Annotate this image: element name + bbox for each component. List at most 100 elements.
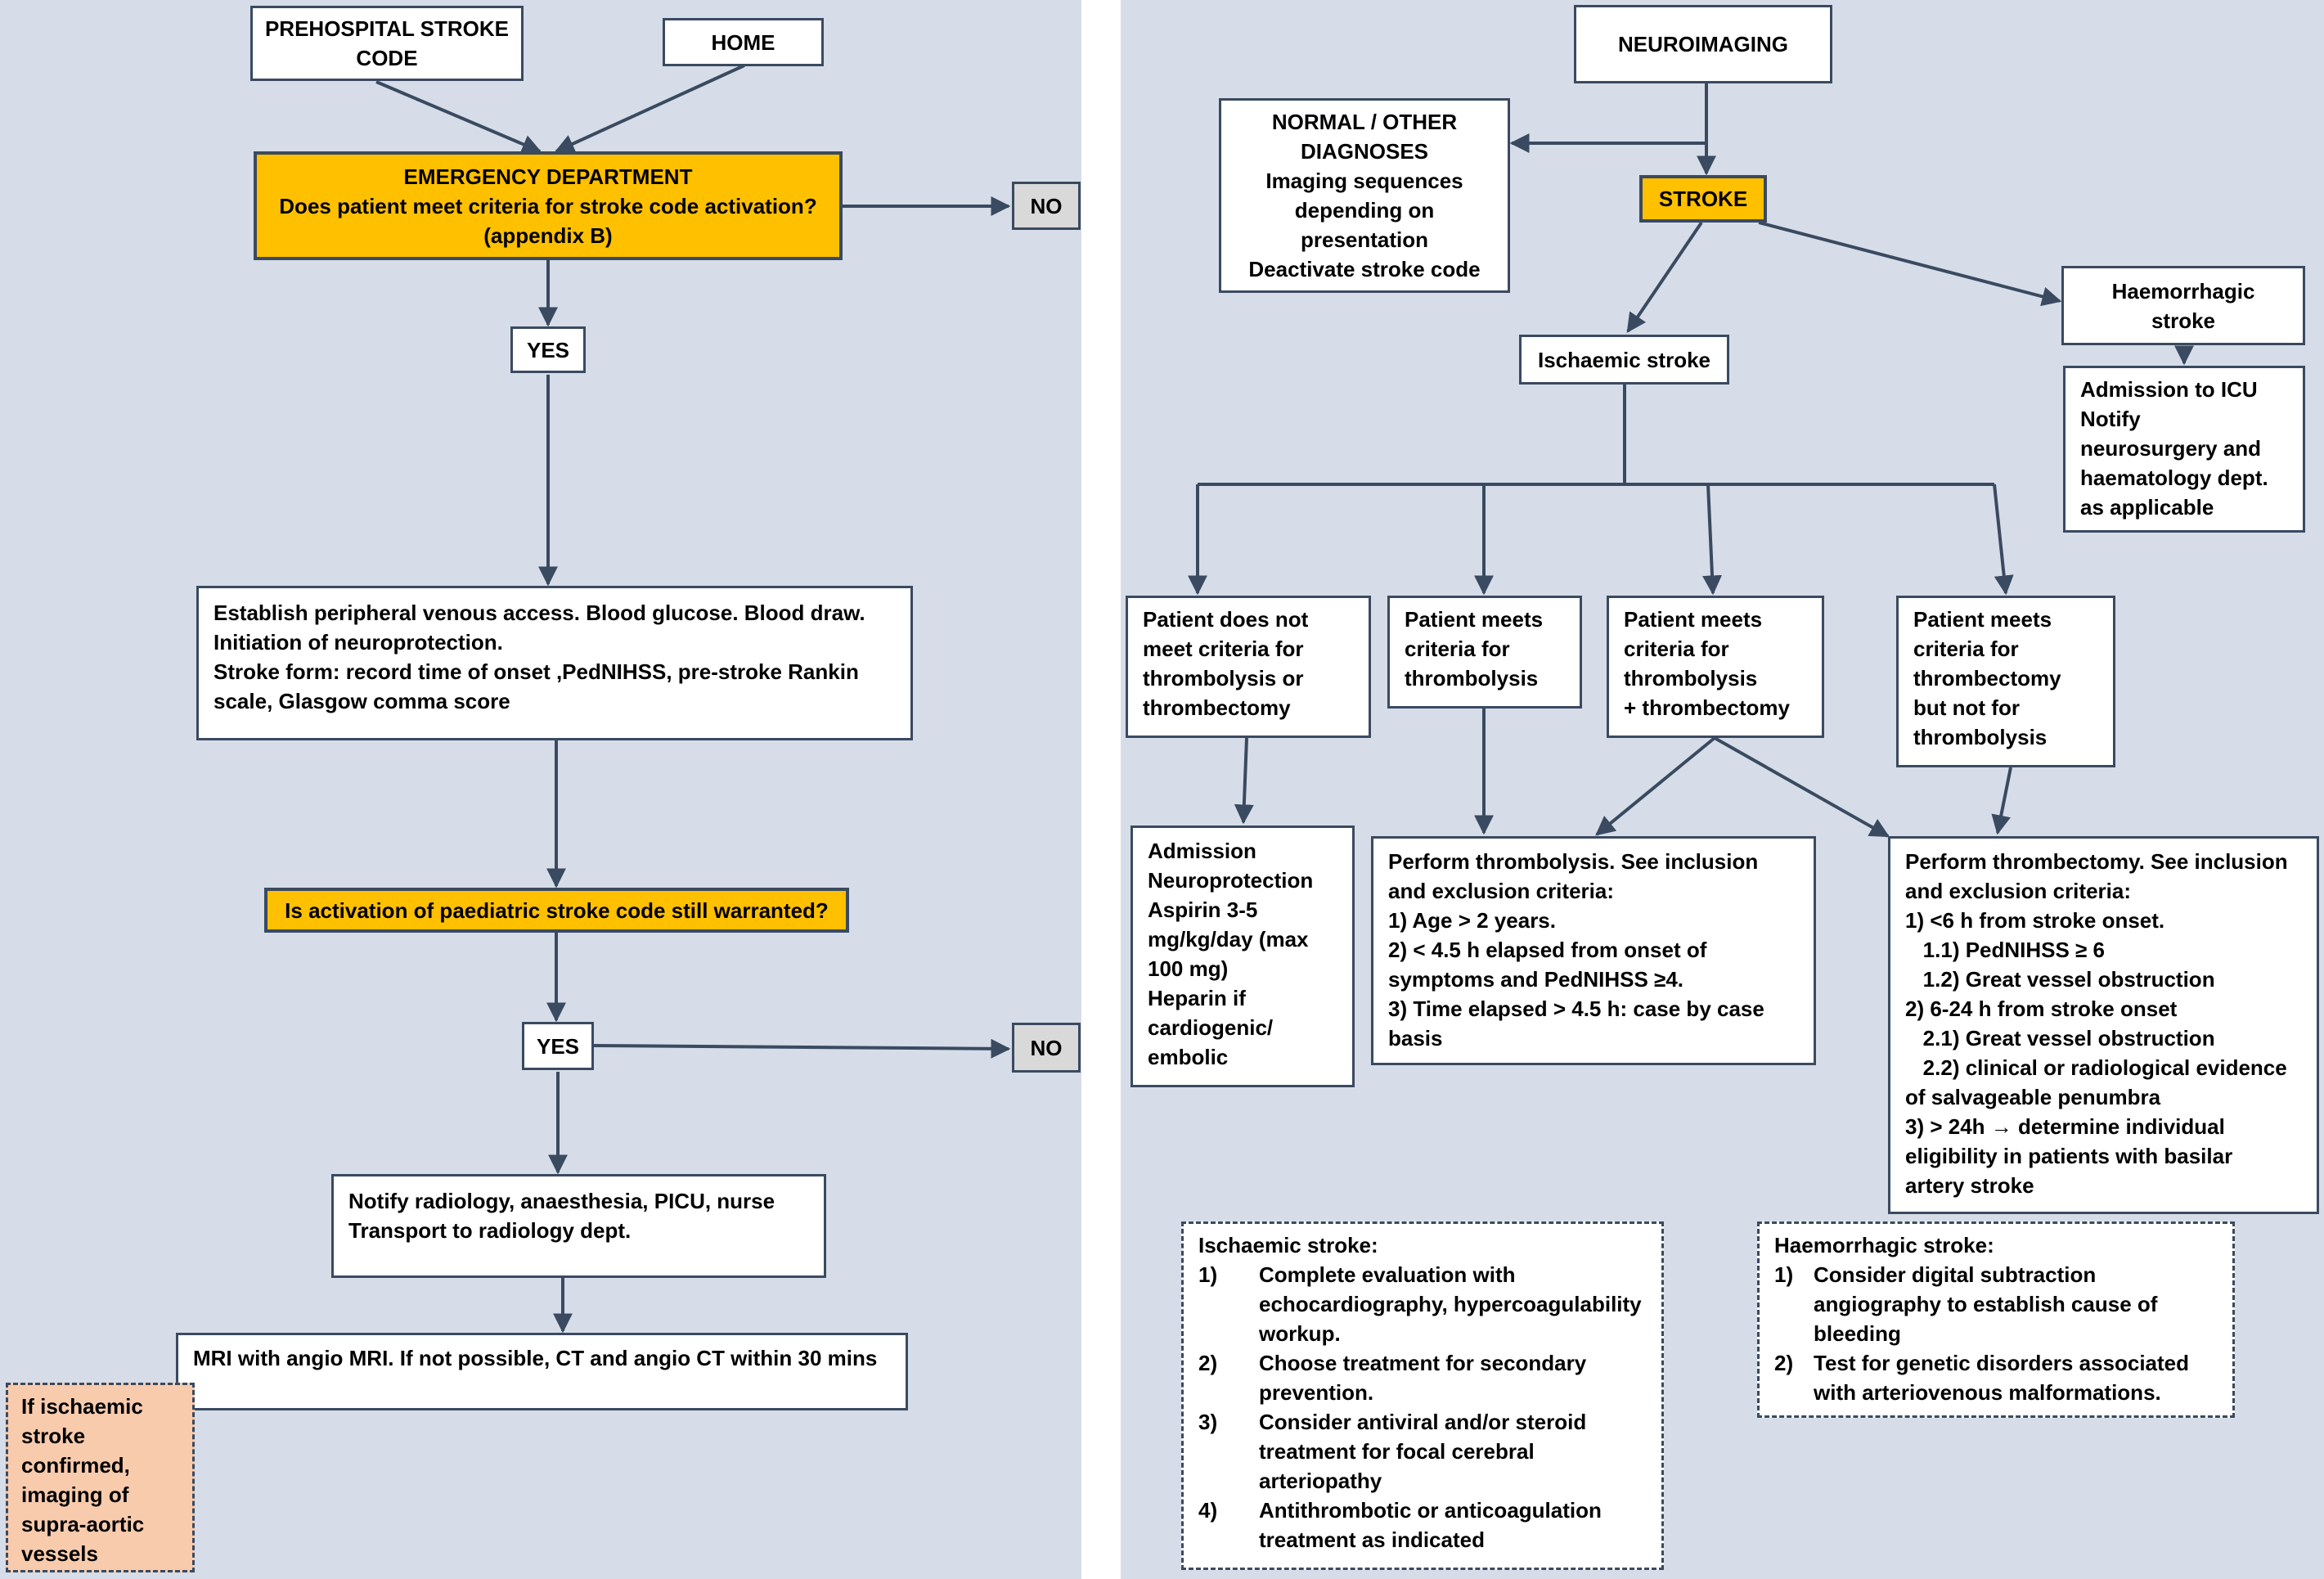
criteria-line: thrombolysis <box>1913 725 2048 749</box>
thrombolysis-line: symptoms and PedNIHSS ≥4. <box>1388 967 1684 992</box>
yes-box-2: YES <box>522 1022 594 1070</box>
thrombolysis-line: 2) < 4.5 h elapsed from onset of <box>1388 938 1707 962</box>
prehospital-line: CODE <box>356 46 418 70</box>
notify-line: Notify radiology, anaesthesia, PICU, nur… <box>348 1189 775 1213</box>
activation-question-box: Is activation of paediatric stroke code … <box>264 888 849 933</box>
thrombectomy-line: artery stroke <box>1905 1173 2034 1198</box>
yes-label: YES <box>526 337 570 362</box>
ischaemic-stroke-notes: Ischaemic stroke: 1) Complete evaluation… <box>1181 1221 1664 1570</box>
thrombectomy-box: Perform thrombectomy. See inclusion and … <box>1888 836 2319 1214</box>
icu-line: Notify <box>2080 407 2141 431</box>
ischaemic-stroke-box: Ischaemic stroke <box>1519 335 1729 385</box>
item-line: treatment as indicated <box>1259 1527 1485 1552</box>
item-number: 3) <box>1198 1410 1218 1434</box>
item-number: 1) <box>1774 1262 1794 1287</box>
list-item: 1) Consider digital subtraction angiograp… <box>1774 1260 2218 1348</box>
list-item: 2) Choose treatment for secondary prevent… <box>1198 1348 1647 1407</box>
prehospital-stroke-code-box: PREHOSPITAL STROKE CODE <box>250 6 524 81</box>
prehospital-line: PREHOSPITAL STROKE <box>264 16 510 41</box>
left-panel <box>0 0 1081 1579</box>
ischaemic-notes-title: Ischaemic stroke: <box>1198 1233 1378 1257</box>
list-item: 4) Antithrombotic or anticoagulation trea… <box>1198 1496 1647 1554</box>
criteria-line: Patient meets <box>1405 607 1544 632</box>
thrombectomy-line: of salvageable penumbra <box>1905 1085 2161 1109</box>
thrombectomy-line: 1.2) Great vessel obstruction <box>1905 967 2215 992</box>
item-line: Antithrombotic or anticoagulation <box>1259 1498 1602 1523</box>
criteria-line: meet criteria for <box>1143 637 1304 661</box>
emergency-title: EMERGENCY DEPARTMENT <box>403 164 693 189</box>
thrombectomy-line: and exclusion criteria: <box>1905 879 2131 903</box>
criteria-line: Patient meets <box>1913 607 2052 632</box>
icu-line: Admission to ICU <box>2080 377 2258 402</box>
admission-line: mg/kg/day (max <box>1148 927 1309 951</box>
item-line: Consider digital subtraction <box>1814 1262 2097 1287</box>
criteria-thrombolysis-box: Patient meets criteria for thrombolysis <box>1387 596 1582 709</box>
item-line: treatment for focal cerebral <box>1259 1439 1535 1464</box>
establish-access-box: Establish peripheral venous access. Bloo… <box>196 586 913 740</box>
no-box-1: NO <box>1012 182 1081 230</box>
criteria-none-box: Patient does not meet criteria for throm… <box>1126 596 1371 738</box>
establish-line: scale, Glasgow comma score <box>214 689 510 713</box>
home-box: HOME <box>663 18 824 66</box>
admission-line: Heparin if <box>1148 986 1246 1010</box>
icu-line: haematology dept. <box>2080 466 2268 490</box>
establish-line: Stroke form: record time of onset ,PedNI… <box>214 659 859 684</box>
item-line: Test for genetic disorders associated <box>1814 1351 2189 1375</box>
item-line: angiography to establish cause of <box>1814 1292 2158 1316</box>
normal-other-diagnoses-box: NORMAL / OTHER DIAGNOSES Imaging sequenc… <box>1219 98 1510 293</box>
haemorrhagic-stroke-box: Haemorrhagic stroke <box>2061 266 2305 345</box>
item-line: echocardiography, hypercoagulability <box>1259 1292 1642 1316</box>
normal-line: NORMAL / OTHER <box>1271 110 1458 134</box>
haemorrhagic-stroke-notes: Haemorrhagic stroke: 1) Consider digital… <box>1757 1221 2235 1418</box>
normal-line: DIAGNOSES <box>1300 139 1429 164</box>
criteria-thrombectomy-box: Patient meets criteria for thrombectomy … <box>1896 596 2115 767</box>
neuroimaging-label: NEUROIMAGING <box>1618 32 1788 56</box>
haemorrhagic-line: stroke <box>2151 308 2216 333</box>
thrombectomy-line: 1) <6 h from stroke onset. <box>1905 908 2165 933</box>
item-number: 4) <box>1198 1498 1218 1523</box>
criteria-both-box: Patient meets criteria for thrombolysis … <box>1607 596 1824 738</box>
thrombectomy-line: Perform thrombectomy. See inclusion <box>1905 849 2288 874</box>
stroke-box: STROKE <box>1639 175 1767 223</box>
criteria-line: thrombolysis <box>1624 666 1758 691</box>
note-line: imaging of <box>21 1482 129 1507</box>
note-line: vessels <box>21 1541 98 1566</box>
item-line: prevention. <box>1259 1380 1374 1405</box>
haemorrhagic-line: Haemorrhagic <box>2111 278 2255 304</box>
activation-question: Is activation of paediatric stroke code … <box>285 897 829 923</box>
ischaemic-imaging-note: If ischaemic stroke confirmed, imaging o… <box>6 1383 195 1572</box>
criteria-line: but not for <box>1913 695 2020 720</box>
list-item: 2) Test for genetic disorders associated… <box>1774 1348 2218 1407</box>
emergency-appendix: (appendix B) <box>483 223 613 248</box>
criteria-line: thrombectomy <box>1143 695 1291 720</box>
normal-line: depending on <box>1294 198 1435 223</box>
stroke-label: STROKE <box>1658 187 1748 211</box>
normal-line: Imaging sequences <box>1265 169 1463 193</box>
thrombolysis-line: Perform thrombolysis. See inclusion <box>1388 849 1759 874</box>
notify-line: Transport to radiology dept. <box>348 1218 632 1243</box>
admission-line: embolic <box>1148 1045 1229 1069</box>
admission-line: Admission <box>1148 839 1256 863</box>
thrombectomy-line: 2) 6-24 h from stroke onset <box>1905 996 2178 1021</box>
neuroimaging-box: NEUROIMAGING <box>1574 5 1832 83</box>
thrombolysis-line: basis <box>1388 1026 1443 1050</box>
thrombectomy-line: 3) > 24h → determine individual <box>1905 1114 2225 1139</box>
no-label: NO <box>1030 1035 1063 1060</box>
normal-line: presentation <box>1300 227 1429 252</box>
admission-line: 100 mg) <box>1148 956 1229 981</box>
thrombectomy-line: 2.1) Great vessel obstruction <box>1905 1026 2215 1050</box>
admission-box: Admission Neuroprotection Aspirin 3-5 mg… <box>1131 825 1355 1087</box>
item-line: workup. <box>1259 1321 1341 1346</box>
criteria-line: thrombectomy <box>1913 666 2061 691</box>
criteria-line: criteria for <box>1913 637 2019 661</box>
criteria-line: + thrombectomy <box>1624 695 1790 720</box>
thrombolysis-box: Perform thrombolysis. See inclusion and … <box>1371 836 1816 1065</box>
criteria-line: criteria for <box>1405 637 1510 661</box>
item-number: 2) <box>1198 1351 1218 1375</box>
no-label: NO <box>1030 193 1063 218</box>
thrombolysis-line: and exclusion criteria: <box>1388 879 1614 903</box>
item-line: Choose treatment for secondary <box>1259 1351 1587 1375</box>
